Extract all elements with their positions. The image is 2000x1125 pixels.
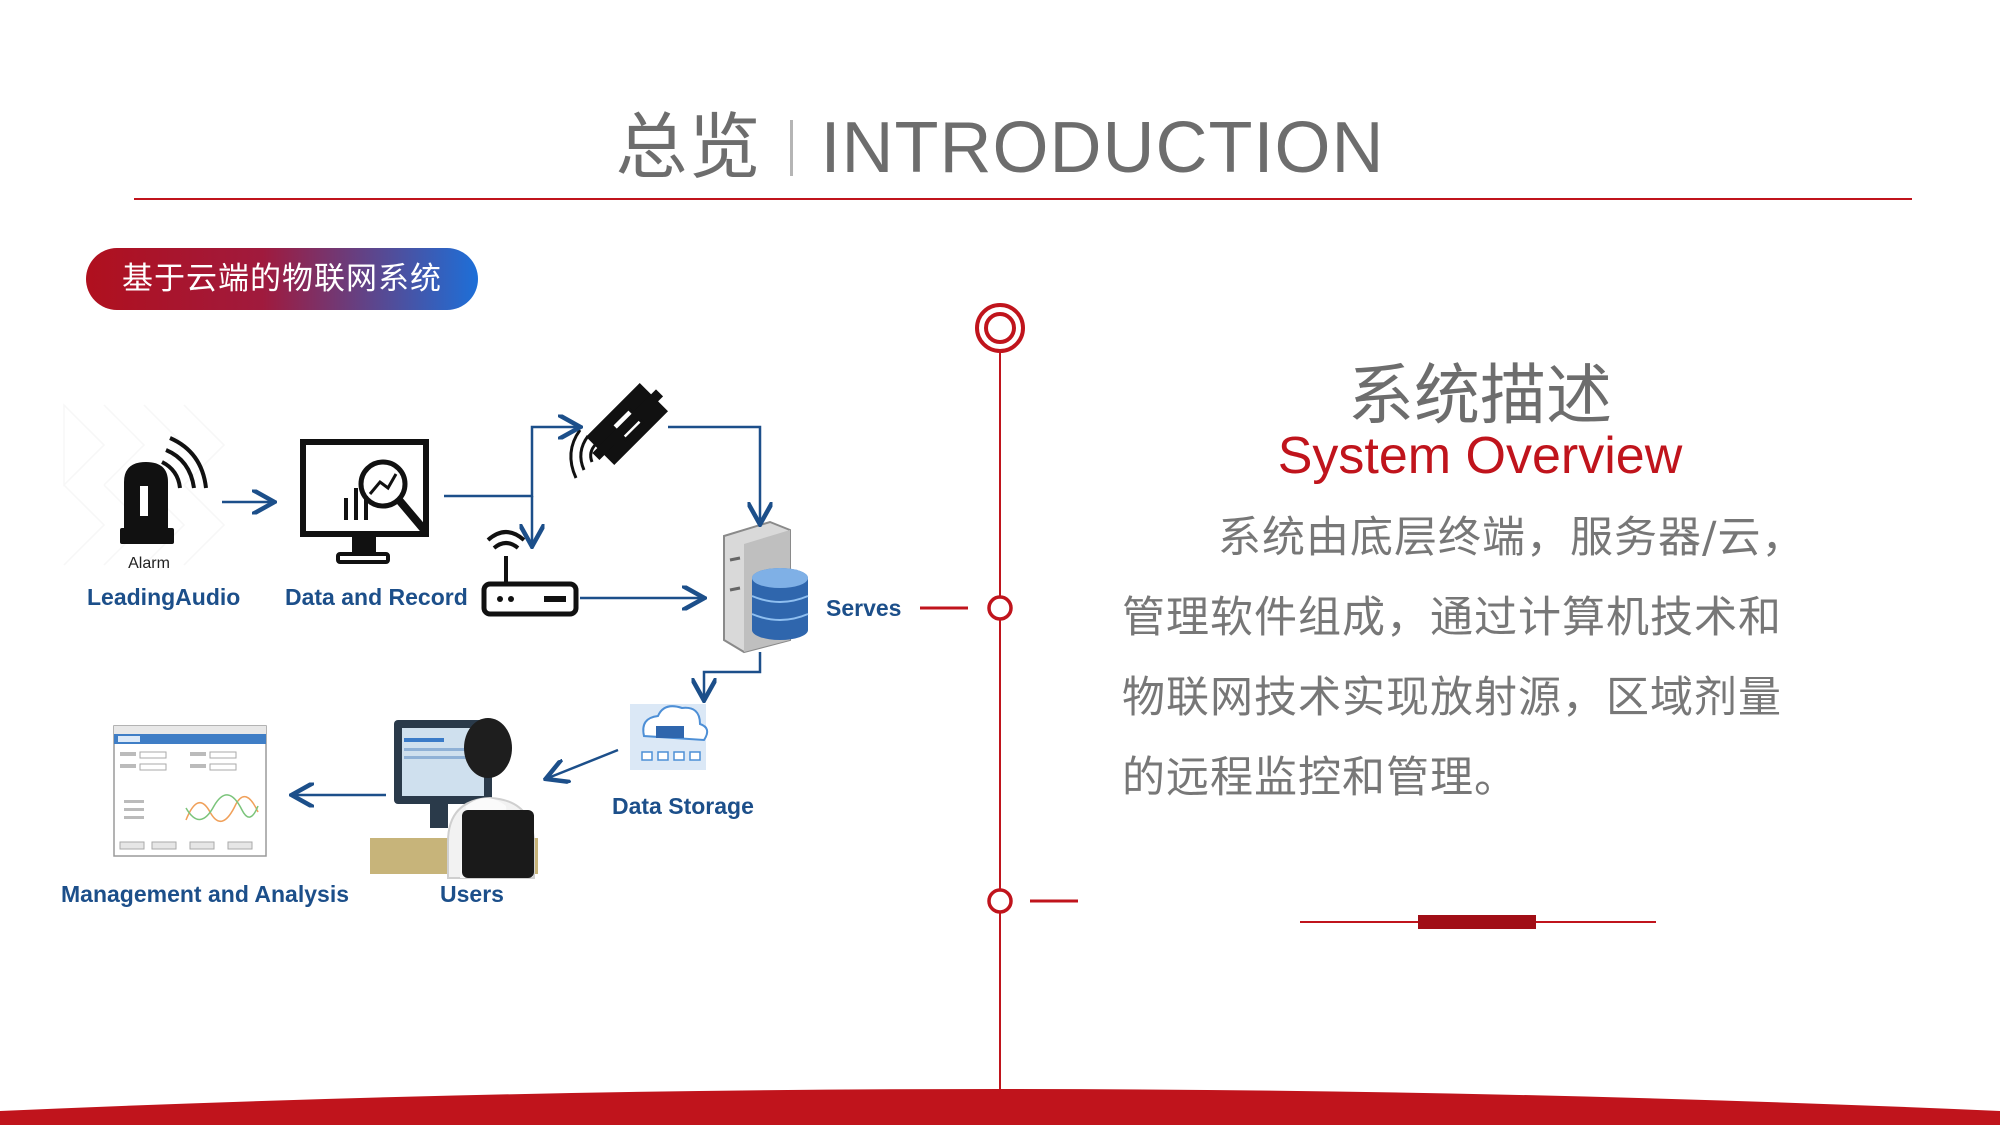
title-underline [134, 198, 1912, 200]
server-database-icon [723, 520, 809, 654]
satellite-icon [585, 382, 669, 466]
label-data-storage: Data Storage [612, 793, 754, 819]
label-leading-audio: LeadingAudio [87, 584, 241, 610]
cloud-storage-icon [630, 704, 709, 770]
alarm-caption: Alarm [128, 555, 170, 572]
title-zh: 总览 [615, 108, 762, 188]
user-at-computer-icon [370, 718, 538, 879]
title-en: INTRODUCTION [820, 108, 1385, 188]
alarm-light-icon [120, 436, 208, 544]
description-title-en: System Overview [1277, 427, 1683, 485]
label-management: Management and Analysis [61, 881, 350, 907]
label-serves: Serves [826, 595, 902, 621]
label-data-record: Data and Record [285, 584, 468, 610]
diagram-connectors [222, 427, 760, 795]
description-title-zh: 系统描述 [1348, 357, 1612, 434]
timeline-bottom-dot [987, 888, 1013, 914]
monitor-magnifier-icon [300, 439, 430, 564]
bottom-red-band [0, 1089, 2000, 1125]
description-body: 系统由底层终端，服务器/云，管理软件组成，通过计算机技术和物联网技术实现放射源，… [1122, 513, 1806, 803]
timeline-mid-dot [987, 595, 1013, 621]
section-badge: 基于云端的物联网系统 [86, 248, 478, 310]
router-icon [481, 530, 579, 617]
software-window-icon [113, 725, 267, 857]
label-users: Users [440, 881, 504, 907]
page-title: 总览 INTRODUCTION [0, 88, 2000, 193]
title-separator [789, 120, 793, 176]
decorative-bar [1418, 915, 1536, 929]
timeline-top-dot [984, 312, 1016, 344]
diagram-graphics: Alarm [63, 382, 809, 879]
system-diagram: Alarm [0, 0, 1000, 1000]
